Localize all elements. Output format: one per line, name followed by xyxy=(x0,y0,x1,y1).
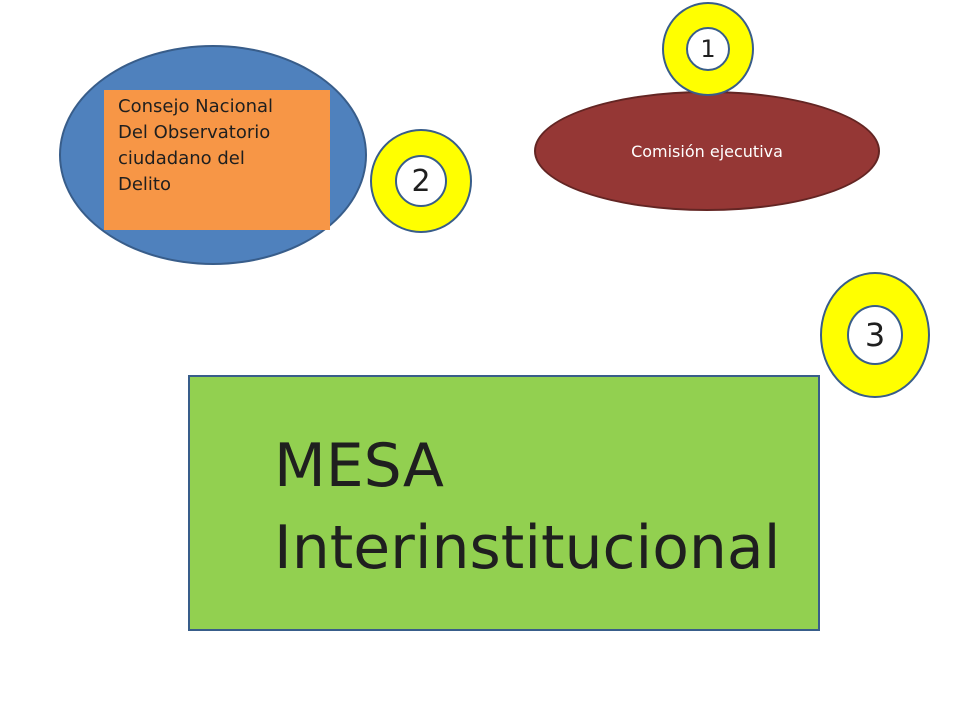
consejo-line-3: ciudadano del xyxy=(118,148,245,169)
marker-2-number: 2 xyxy=(395,155,447,207)
marker-3-number: 3 xyxy=(847,305,903,365)
consejo-line-1: Consejo Nacional xyxy=(118,96,274,117)
consejo-line-2: Del Observatorio xyxy=(118,122,271,143)
marker-1-number: 1 xyxy=(686,27,730,71)
comision-ellipse: Comisión ejecutiva xyxy=(534,91,880,211)
consejo-line-4: Delito xyxy=(118,174,172,195)
consejo-text-box: Consejo Nacional Del Observatorio ciudad… xyxy=(104,90,330,230)
marker-3-ring: 3 xyxy=(820,272,930,398)
marker-2-ring: 2 xyxy=(370,129,472,233)
mesa-line-2: Interinstitucional xyxy=(274,513,781,583)
comision-label: Comisión ejecutiva xyxy=(631,141,783,161)
mesa-box: MESA Interinstitucional xyxy=(188,375,820,631)
mesa-line-1: MESA xyxy=(274,431,444,501)
marker-1-ring: 1 xyxy=(662,2,754,96)
